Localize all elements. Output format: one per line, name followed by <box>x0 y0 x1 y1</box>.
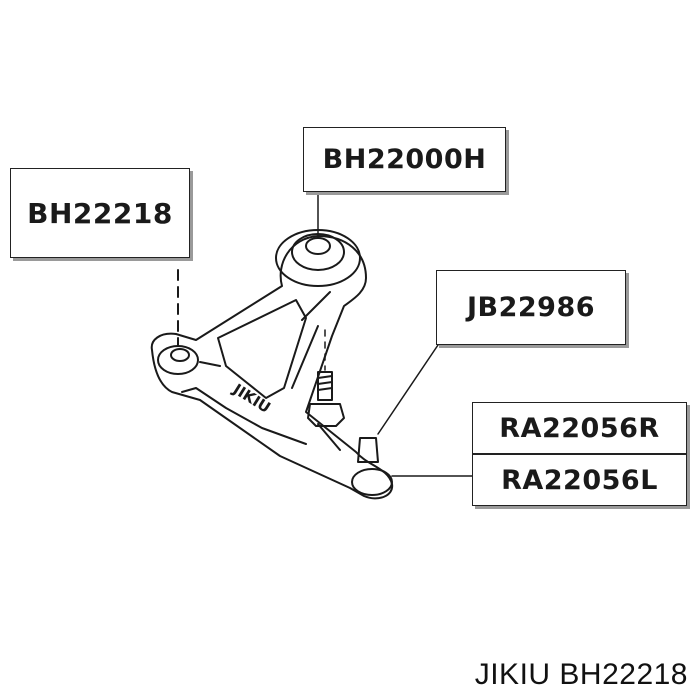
bolt-head <box>307 403 345 427</box>
part-label-bh22218: BH22218 <box>10 168 190 258</box>
part-label-bh22000h: BH22000H <box>303 127 506 192</box>
rear-bushing <box>291 233 345 271</box>
arm-flange-line <box>181 361 307 445</box>
part-label-ra22056l: RA22056L <box>472 454 687 506</box>
ball-joint-stud <box>357 437 379 463</box>
jb22986-leader <box>377 344 439 435</box>
ball-joint-base <box>351 468 393 496</box>
part-label-ra22056r: RA22056R <box>472 402 687 454</box>
control-arm-outline <box>150 235 394 500</box>
bolt-thread <box>317 375 333 391</box>
front-bushing-core <box>170 348 190 362</box>
rear-bushing-core <box>305 237 331 255</box>
arm-window <box>217 299 307 399</box>
arm-rib-line <box>291 291 341 451</box>
part-label-jb22986: JB22986 <box>436 270 626 345</box>
caption: JIKIU BH22218 <box>474 658 688 691</box>
